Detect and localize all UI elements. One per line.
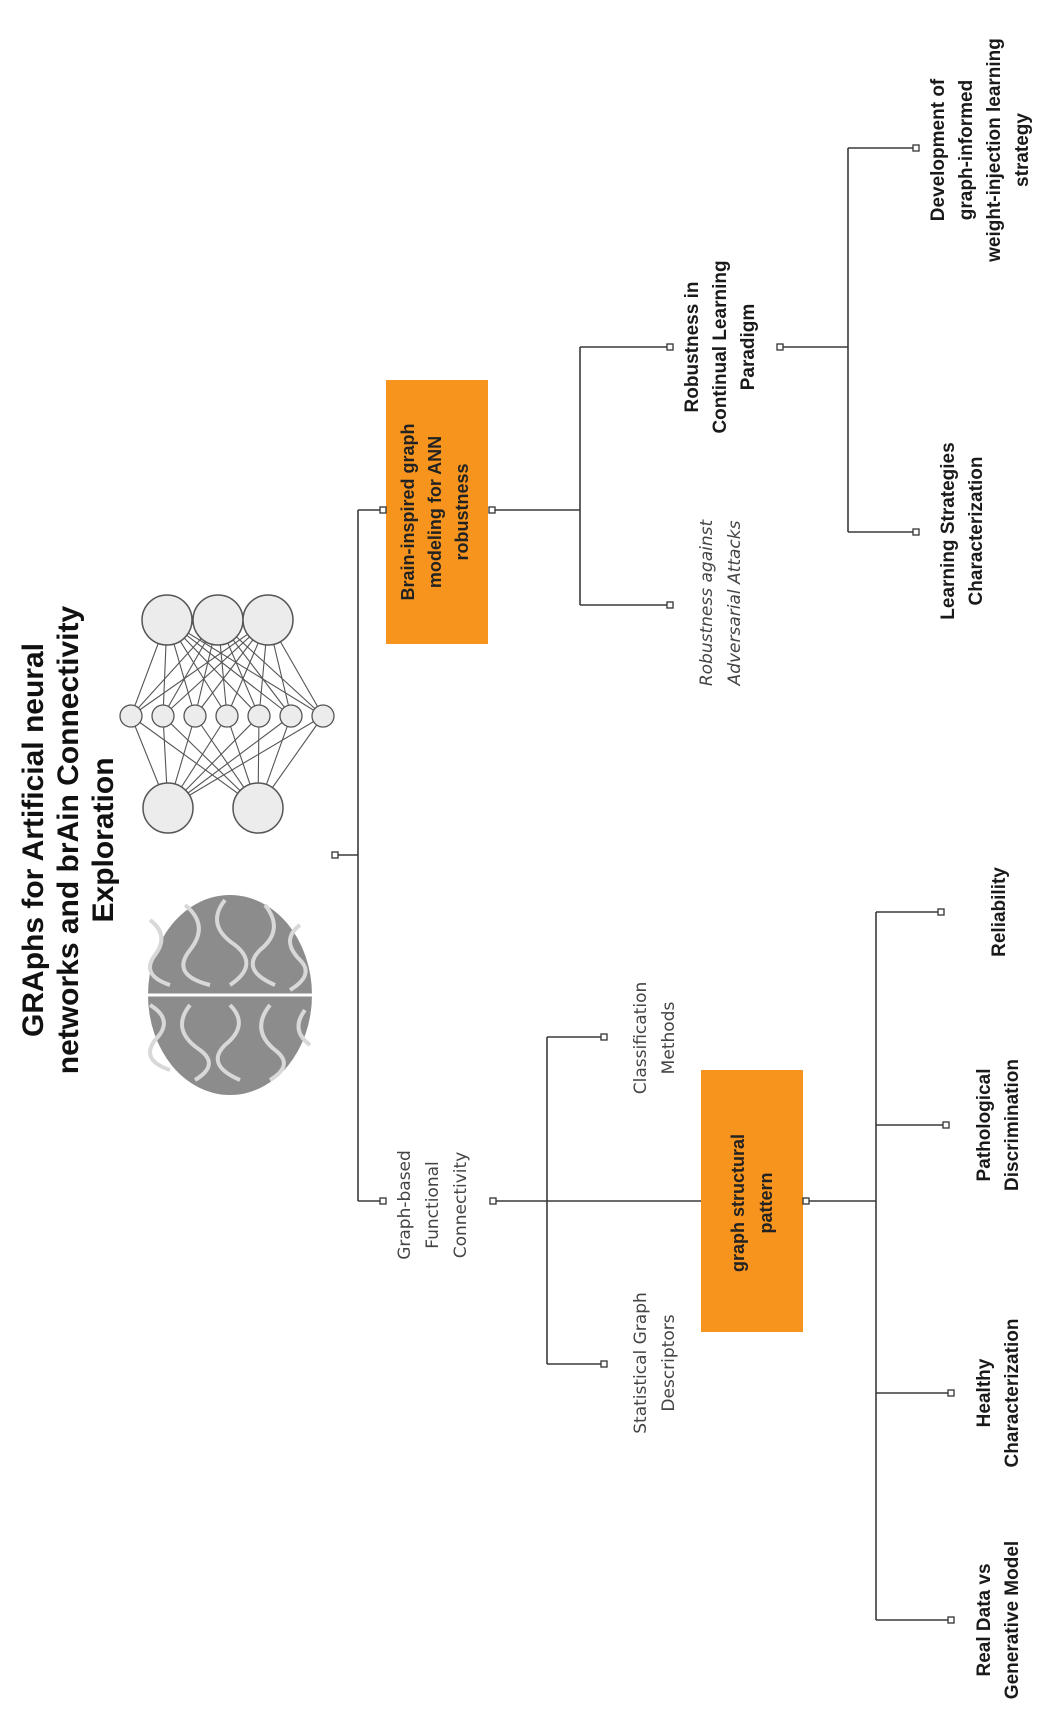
node-statistical: Statistical Graph Descriptors — [631, 1292, 679, 1434]
node-brain-graph: Brain-inspired graph modeling for ANN ro… — [398, 423, 472, 600]
node-weight-injection-line-1: Development of — [928, 78, 949, 221]
node-real-vs-generative: Real Data vs Generative Model — [974, 1541, 1023, 1699]
node-box-graph-structural — [701, 1070, 803, 1332]
node-continual-line-3: Paradigm — [738, 304, 759, 391]
node-pathological: Pathological Discrimination — [974, 1059, 1023, 1191]
title-line-1: GRAphs for Artificial neural — [17, 643, 50, 1037]
node-functional-connectivity-line-1: Graph-based — [395, 1150, 415, 1260]
node-functional-connectivity-line-3: Connectivity — [451, 1152, 471, 1259]
node-pathological-line-1: Pathological — [974, 1069, 995, 1182]
node-classification-line-2: Methods — [659, 1002, 679, 1075]
node-learning-strategies: Learning Strategies Characterization — [938, 442, 987, 619]
node-continual-line-1: Robustness in — [682, 282, 703, 413]
title-line-2: networks and brAin Connectivity — [52, 605, 85, 1074]
node-healthy-line-2: Characterization — [1002, 1319, 1023, 1468]
node-weight-injection-line-4: strategy — [1012, 113, 1033, 187]
page-title: GRAphs for Artificial neural networks an… — [17, 605, 120, 1074]
node-adversarial-line-2: Adversarial Attacks — [725, 520, 745, 686]
node-continual-line-2: Continual Learning — [710, 260, 731, 433]
node-healthy-line-1: Healthy — [974, 1358, 995, 1427]
node-reliability-line-1: Reliability — [989, 867, 1010, 957]
node-adversarial-line-1: Robustness against — [697, 519, 717, 687]
node-continual: Robustness in Continual Learning Paradig… — [682, 260, 759, 433]
brain-icon — [125, 895, 335, 1095]
node-learning-strategies-line-2: Characterization — [966, 457, 987, 606]
node-real-vs-generative-line-2: Generative Model — [1002, 1541, 1023, 1699]
node-weight-injection-line-3: weight-injection learning — [984, 38, 1005, 263]
node-classification-line-1: Classification — [631, 982, 651, 1094]
node-box-brain-graph — [386, 380, 488, 644]
node-weight-injection: Development of graph-informed weight-inj… — [928, 38, 1033, 263]
node-weight-injection-line-2: graph-informed — [956, 80, 977, 220]
node-learning-strategies-line-1: Learning Strategies — [938, 442, 959, 619]
node-functional-connectivity: Graph-based Functional Connectivity — [395, 1150, 471, 1260]
node-statistical-line-2: Descriptors — [659, 1314, 679, 1411]
node-brain-graph-line-1: Brain-inspired graph — [398, 423, 418, 600]
node-reliability: Reliability — [989, 867, 1010, 957]
node-graph-structural-line-1: graph structural — [728, 1134, 748, 1272]
node-graph-structural-line-2: pattern — [756, 1172, 776, 1233]
node-brain-graph-line-3: robustness — [452, 463, 472, 560]
node-adversarial: Robustness against Adversarial Attacks — [697, 519, 745, 687]
node-real-vs-generative-line-1: Real Data vs — [974, 1563, 995, 1676]
connector-lines — [336, 147, 951, 1621]
node-healthy: Healthy Characterization — [974, 1319, 1023, 1468]
node-markers — [331, 144, 955, 1624]
node-brain-graph-line-2: modeling for ANN — [425, 436, 445, 588]
node-graph-structural: graph structural pattern — [728, 1134, 776, 1272]
title-line-3: Exploration — [87, 757, 120, 922]
node-pathological-line-2: Discrimination — [1002, 1059, 1023, 1191]
node-statistical-line-1: Statistical Graph — [631, 1292, 651, 1434]
neural-network-icon — [119, 594, 335, 834]
node-functional-connectivity-line-2: Functional — [423, 1161, 443, 1248]
node-classification: Classification Methods — [631, 982, 679, 1094]
